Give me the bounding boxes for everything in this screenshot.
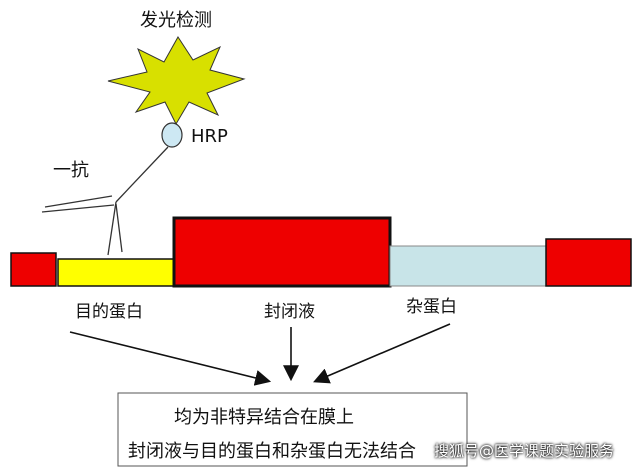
antibody-label: 一抗 xyxy=(53,160,89,181)
target-protein-label: 目的蛋白 xyxy=(75,302,143,322)
luminescence-title: 发光检测 xyxy=(140,10,212,31)
target-protein-band xyxy=(57,258,175,287)
blocking-buffer-block xyxy=(172,216,392,288)
hrp-label: HRP xyxy=(191,126,228,147)
red-block-right xyxy=(545,238,632,287)
watermark: 搜狐号@医学课题实验服务 xyxy=(434,442,615,460)
other-protein-band xyxy=(389,245,547,287)
note-line-1: 均为非特异结合在膜上 xyxy=(174,407,354,428)
arrow-from-target-protein xyxy=(69,331,272,386)
note-line-2: 封闭液与目的蛋白和杂蛋白无法结合 xyxy=(128,441,416,462)
other-protein-label: 杂蛋白 xyxy=(406,297,457,317)
red-block-left xyxy=(10,252,57,287)
note-box: 均为非特异结合在膜上 封闭液与目的蛋白和杂蛋白无法结合 xyxy=(118,393,467,466)
arrow-from-other-protein xyxy=(313,323,451,384)
hrp-enzyme-icon xyxy=(161,122,183,148)
luminescence-burst-icon xyxy=(107,36,246,126)
antibody-icon xyxy=(41,146,169,256)
blocking-buffer-label: 封闭液 xyxy=(264,302,315,322)
note-box-border xyxy=(117,392,468,467)
